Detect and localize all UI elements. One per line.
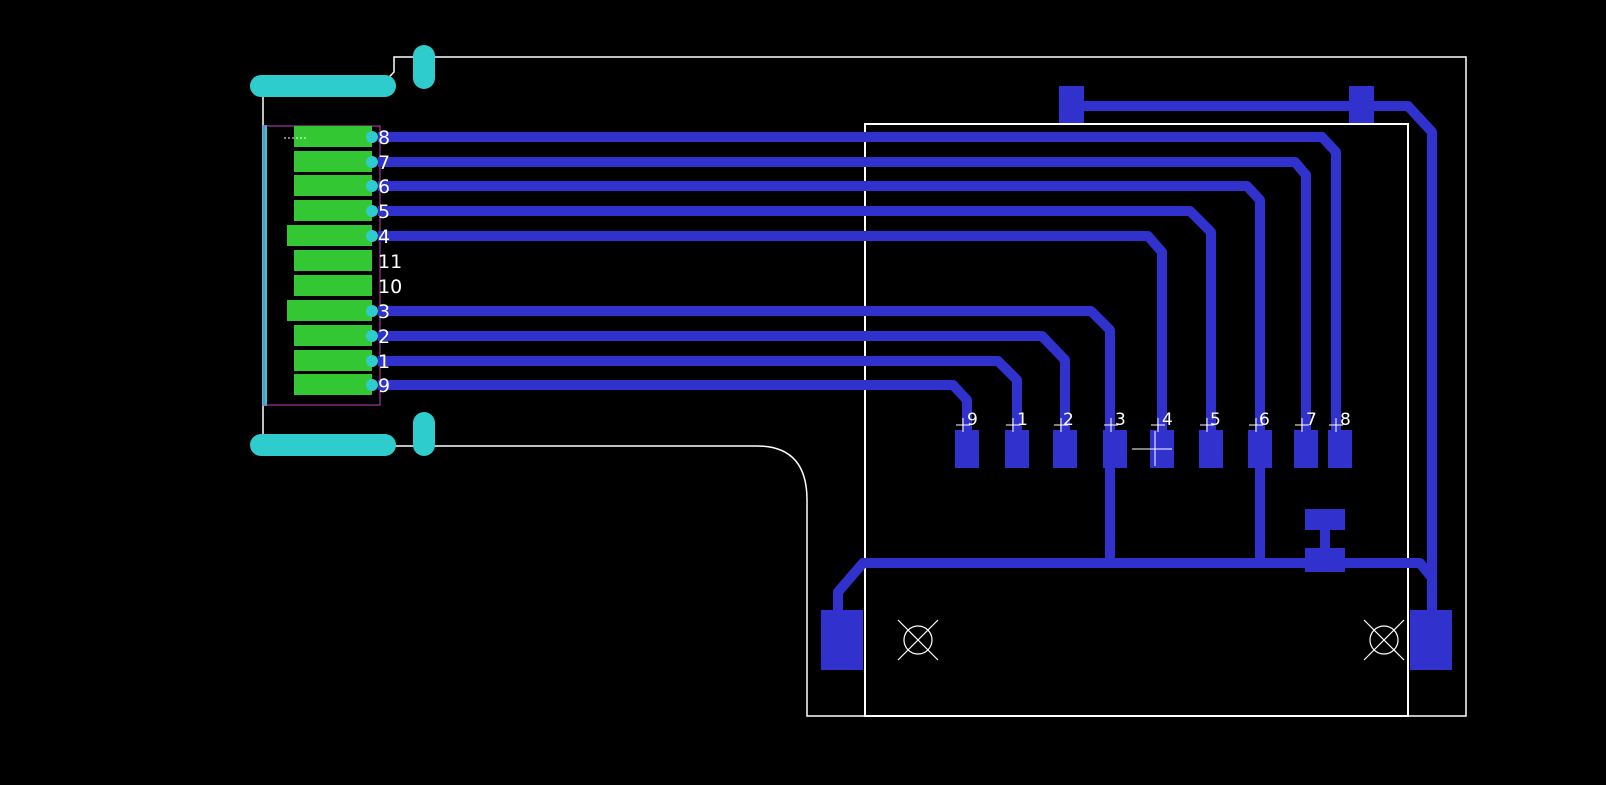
trace-pin5 bbox=[378, 206, 1216, 433]
green-pad-2 bbox=[294, 325, 372, 346]
via-4 bbox=[366, 230, 378, 242]
right-pad-9 bbox=[955, 430, 979, 468]
left-pin-label: 8 bbox=[378, 127, 390, 149]
trace-pin1 bbox=[378, 356, 1022, 433]
via-8 bbox=[366, 131, 378, 143]
right-pad-3 bbox=[1103, 430, 1127, 468]
left-pin-label: 4 bbox=[378, 226, 390, 248]
right-pad-7 bbox=[1294, 430, 1318, 468]
green-pad-8 bbox=[294, 126, 372, 147]
right-pin-label: 4 bbox=[1162, 410, 1173, 430]
left-pin-label: 7 bbox=[378, 152, 390, 174]
shield-tab-top-left bbox=[1059, 86, 1084, 123]
right-pad-2 bbox=[1053, 430, 1077, 468]
left-pin-label: 10 bbox=[378, 276, 402, 298]
left-connector-labels: 8 76 5 4 11 10 3 2 19 bbox=[378, 127, 402, 397]
board-outline bbox=[262, 56, 1467, 717]
trace-pin4 bbox=[378, 231, 1167, 433]
via-6 bbox=[366, 180, 378, 192]
trace-pin2 bbox=[378, 331, 1070, 433]
left-pin-label: 2 bbox=[378, 326, 390, 348]
connector-housing-outline bbox=[864, 123, 1409, 717]
trace-shield-right bbox=[1365, 101, 1437, 628]
trace-pin8 bbox=[378, 132, 1341, 433]
via-3 bbox=[366, 305, 378, 317]
trace-pin3 bbox=[378, 306, 1115, 433]
cyan-mounting-slots bbox=[250, 45, 435, 456]
trace-ground-bus bbox=[833, 558, 1436, 636]
left-pin-label: 11 bbox=[378, 251, 402, 273]
right-pin-label: 2 bbox=[1063, 410, 1074, 430]
left-pin-label: 3 bbox=[378, 301, 390, 323]
right-pin-label: 8 bbox=[1340, 410, 1351, 430]
left-pin-label: 1 bbox=[378, 351, 390, 373]
green-pad-1 bbox=[294, 350, 372, 371]
right-pad-1 bbox=[1005, 430, 1029, 468]
via-9 bbox=[366, 379, 378, 391]
left-pin-label: 5 bbox=[378, 201, 390, 223]
green-pad-9 bbox=[294, 374, 372, 395]
green-pad-7 bbox=[294, 151, 372, 172]
right-pin-label: 5 bbox=[1210, 410, 1221, 430]
shield-pad-left bbox=[821, 610, 863, 670]
green-pad-10 bbox=[294, 275, 372, 296]
trace-pin7 bbox=[378, 157, 1311, 433]
solder-jumper-bottom bbox=[1305, 548, 1345, 572]
green-pad-4 bbox=[287, 225, 372, 246]
right-pin-label: 9 bbox=[967, 410, 978, 430]
via-7 bbox=[366, 156, 378, 168]
green-pad-11 bbox=[294, 250, 372, 271]
solder-jumper-top bbox=[1305, 509, 1345, 530]
origin-crosshair bbox=[1132, 431, 1172, 466]
right-connector-labels: 9 1 2 3 4 5 6 7 8 bbox=[956, 410, 1351, 432]
trace-pin9 bbox=[378, 380, 972, 433]
green-pad-6 bbox=[294, 175, 372, 196]
green-pad-3 bbox=[287, 300, 372, 321]
via-1 bbox=[366, 355, 378, 367]
via-5 bbox=[366, 205, 378, 217]
left-connector-pads bbox=[287, 126, 378, 395]
right-pad-6 bbox=[1248, 430, 1272, 468]
right-pin-label: 3 bbox=[1115, 410, 1126, 430]
mounting-hole-icon bbox=[1363, 619, 1405, 661]
right-pin-label: 6 bbox=[1259, 410, 1270, 430]
left-pin-label: 6 bbox=[378, 176, 390, 198]
right-pad-5 bbox=[1199, 430, 1223, 468]
copper-traces bbox=[378, 101, 1437, 636]
shield-tab-top-right bbox=[1349, 86, 1374, 123]
via-2 bbox=[366, 330, 378, 342]
left-pin-label: 9 bbox=[378, 375, 390, 397]
shield-pad-right bbox=[1410, 610, 1452, 670]
green-pad-5 bbox=[294, 200, 372, 221]
right-pin-label: 1 bbox=[1017, 410, 1028, 430]
trace-pin6 bbox=[378, 181, 1265, 433]
mounting-hole-icon bbox=[897, 619, 939, 661]
right-pin-label: 7 bbox=[1306, 410, 1317, 430]
right-connector-pads bbox=[821, 86, 1452, 670]
right-pad-8 bbox=[1328, 430, 1352, 468]
